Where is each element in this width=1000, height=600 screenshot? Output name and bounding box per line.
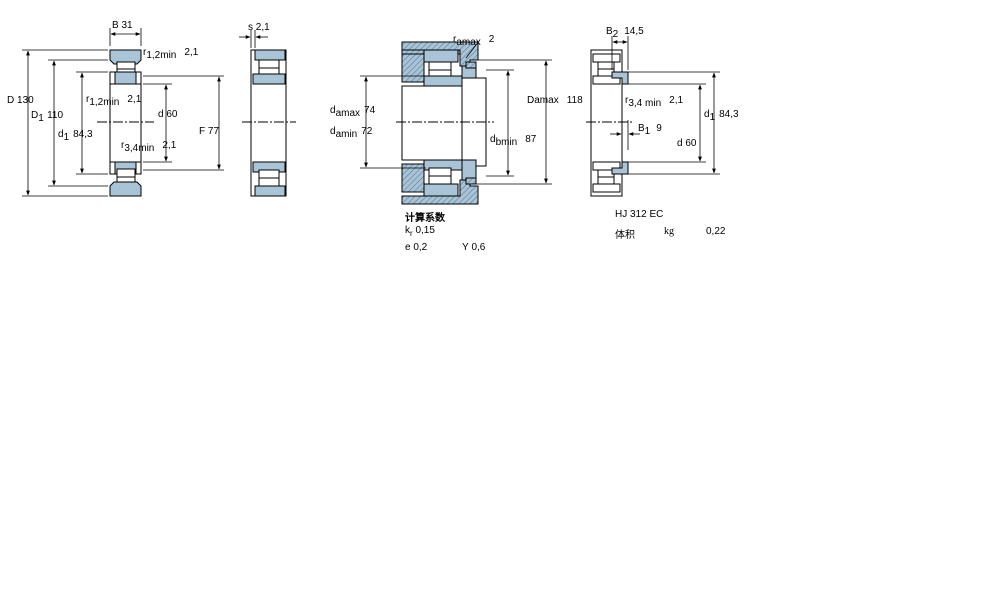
calc-Y-val: 0,6 [471,242,486,253]
calc-title: 计算系数 [405,213,445,224]
view1-dimensions [22,28,224,197]
mounting-view [396,41,494,205]
dim-d-ring: d 60 [677,138,697,149]
calc-kr-val: 0,15 [415,225,435,236]
dim-s: s 2,1 [248,22,270,33]
angle-ring-view [586,49,632,197]
ring-unit: kg [664,226,674,237]
calc-e-val: 0,2 [413,242,428,253]
ring-designation: HJ 312 EC [615,209,664,220]
calc-e: e 0,2 [405,242,427,253]
bearing-side-view [242,49,296,197]
dim-F: F 77 [199,126,219,137]
calc-Y-sym: Y [462,242,469,253]
calc-Y: Y 0,6 [462,242,485,253]
calc-kr: kr 0,15 [405,225,435,238]
ring-volume-label: 体积 [615,230,635,241]
dim-D: D 130 [7,95,34,106]
ring-value: 0,22 [706,226,726,237]
bearing-section-view [97,49,154,197]
view4-dimensions [610,36,720,175]
calc-e-sym: e [405,242,411,253]
dim-B: B 31 [112,20,133,31]
calc-kr-sym: k [405,225,410,236]
view3-dimensions [360,44,552,185]
view2-dimensions [239,30,268,48]
dim-d: d 60 [158,109,178,120]
calc-kr-sub: r [410,229,413,238]
